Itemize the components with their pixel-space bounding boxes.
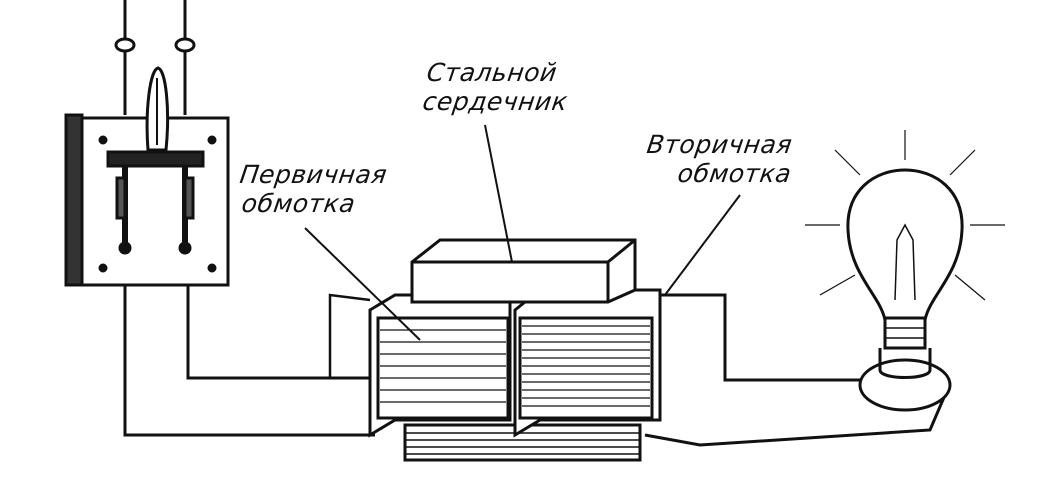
label-line: сердечник [420, 87, 570, 116]
primary-wires [123, 285, 375, 437]
label-line: обмотка [675, 159, 794, 188]
label-line: обмотка [239, 189, 358, 218]
secondary-coil [513, 288, 662, 438]
label-line: Первичная [238, 160, 390, 189]
knife-switch [64, 66, 230, 287]
steel-core-top [410, 238, 637, 304]
label-line: Вторичная [645, 130, 795, 159]
light-bulb [805, 130, 1005, 412]
leader-lines [304, 124, 741, 341]
label-secondary-winding: Вторичная обмотка [641, 130, 798, 188]
label-line: Стальной [425, 58, 560, 87]
primary-coil [368, 293, 512, 438]
supply-wires [114, 0, 196, 115]
secondary-wires [644, 293, 947, 447]
label-steel-core: Стальной сердечник [421, 58, 574, 116]
label-primary-winding: Первичная обмотка [234, 160, 389, 218]
